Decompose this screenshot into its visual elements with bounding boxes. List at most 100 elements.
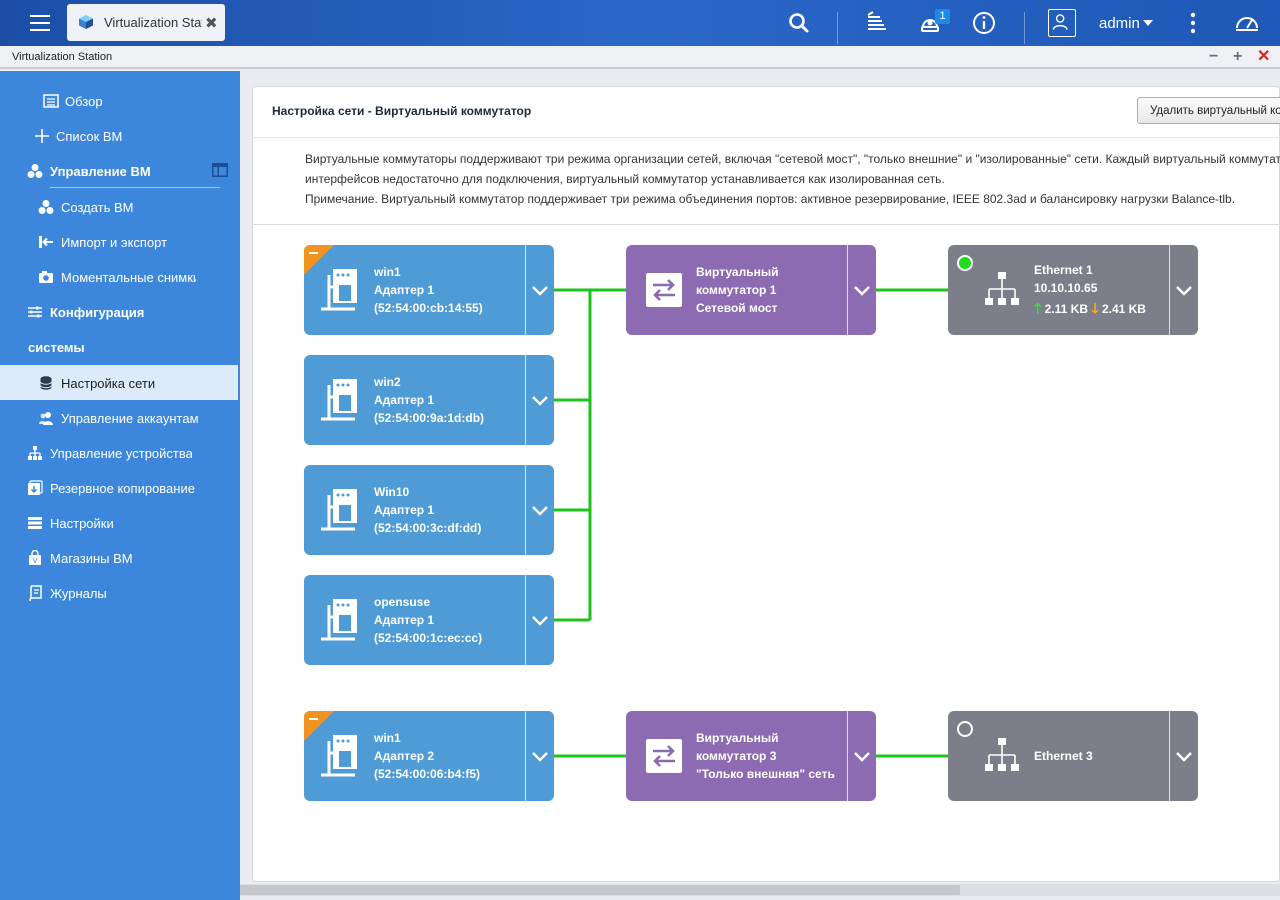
- minimize-icon[interactable]: −: [1209, 48, 1219, 65]
- chevron-down-icon[interactable]: [1174, 281, 1194, 301]
- search-icon[interactable]: [786, 9, 814, 37]
- info-icon[interactable]: [970, 9, 998, 37]
- divider: [525, 711, 526, 801]
- settings-list-icon: [28, 517, 42, 529]
- adapter-label: Адаптер 2: [374, 749, 435, 763]
- divider: [525, 245, 526, 335]
- vm-management-icon: [27, 164, 43, 178]
- app-tab[interactable]: Virtualization Station ✖: [67, 4, 225, 41]
- divider: [525, 355, 526, 445]
- toolbar-separator: [837, 12, 838, 44]
- sidebar-item-label: Управление аккаунтами: [61, 411, 198, 426]
- vm-adapter-card[interactable]: win1 Адаптер 2 (52:54:00:06:b4:f5): [304, 711, 554, 801]
- window-title-bar: Virtualization Station − + ✕: [0, 46, 1280, 69]
- main-menu-icon[interactable]: [27, 10, 53, 34]
- sidebar-group-system-config[interactable]: Конфигурация: [0, 294, 238, 329]
- server-icon: [321, 379, 357, 421]
- vm-name: Win10: [374, 485, 410, 499]
- camera-icon: [39, 271, 53, 283]
- sidebar-item-label: Магазины ВМ: [50, 551, 133, 566]
- switch-label-line: Виртуальный: [696, 265, 779, 279]
- sidebar-item-create-vm[interactable]: Создать ВМ: [0, 189, 238, 224]
- mac-address: (52:54:00:3c:df:dd): [374, 521, 482, 535]
- vm-adapter-card[interactable]: win1 Адаптер 1 (52:54:00:cb:14:55): [304, 245, 554, 335]
- sidebar-item-import-export[interactable]: Импорт и экспорт: [0, 224, 238, 259]
- sidebar-item-label: Настройка сети: [61, 376, 156, 391]
- page-title: Настройка сети - Виртуальный коммутатор: [272, 104, 532, 118]
- user-avatar-icon[interactable]: [1048, 9, 1076, 37]
- network-tree-icon: [985, 272, 1019, 305]
- mac-address: (52:54:00:9a:1d:db): [374, 411, 485, 425]
- sidebar-item-label: Журналы: [50, 586, 107, 601]
- username-dropdown[interactable]: admin: [1099, 15, 1140, 32]
- chevron-down-icon[interactable]: [1143, 20, 1153, 26]
- maximize-icon[interactable]: +: [1233, 48, 1243, 65]
- sidebar-item-label: Обзор: [65, 94, 103, 109]
- chevron-down-icon[interactable]: [1174, 747, 1194, 767]
- sidebar-item-label: Моментальные снимки: [61, 270, 196, 285]
- description-line: Примечание. Виртуальный коммутатор подде…: [305, 192, 1236, 206]
- sidebar-item-overview[interactable]: Обзор: [0, 83, 238, 118]
- device-tree-icon: [28, 446, 42, 460]
- sidebar-group-label: Управление ВМ: [50, 164, 151, 179]
- network-tree-icon: [985, 738, 1019, 771]
- svg-text:V: V: [33, 557, 38, 565]
- sidebar-item-vm-list[interactable]: Список ВМ: [0, 118, 238, 153]
- chevron-down-icon[interactable]: [530, 391, 550, 411]
- virtual-switch-card[interactable]: Виртуальный коммутатор 3 "Только внешняя…: [626, 711, 876, 801]
- chevron-down-icon[interactable]: [530, 281, 550, 301]
- chevron-down-icon[interactable]: [530, 611, 550, 631]
- layout-toggle-icon[interactable]: [212, 163, 228, 177]
- sidebar-item-network-settings[interactable]: Настройка сети: [0, 365, 238, 400]
- sidebar-item-account-management[interactable]: Управление аккаунтами: [0, 400, 238, 435]
- notification-bell-icon[interactable]: [916, 9, 944, 37]
- virtual-switch-card[interactable]: Виртуальный коммутатор 1 Сетевой мост: [626, 245, 876, 335]
- sidebar: Обзор Список ВМ Управление ВМ Создать ВМ…: [0, 71, 240, 900]
- sliders-icon: [28, 306, 42, 318]
- ethernet-name: Ethernet 3: [1034, 749, 1093, 763]
- tasks-stack-icon[interactable]: [863, 9, 891, 37]
- sidebar-item-label: Настройки: [50, 516, 114, 531]
- vm-adapter-card[interactable]: opensuse Адаптер 1 (52:54:00:1c:ec:cc): [304, 575, 554, 665]
- close-window-icon[interactable]: ✕: [1257, 48, 1271, 65]
- switch-label-line: коммутатор 1: [696, 283, 777, 297]
- sidebar-item-settings[interactable]: Настройки: [0, 505, 238, 540]
- chevron-down-icon[interactable]: [852, 747, 872, 767]
- vm-adapter-card[interactable]: win2 Адаптер 1 (52:54:00:9a:1d:db): [304, 355, 554, 445]
- backup-icon: [28, 480, 43, 495]
- vm-name: opensuse: [374, 595, 431, 609]
- close-tab-icon[interactable]: ✖: [205, 15, 218, 32]
- more-options-icon[interactable]: [1179, 9, 1207, 37]
- sidebar-item-snapshots[interactable]: Моментальные снимки: [0, 259, 238, 294]
- ethernet-card[interactable]: Ethernet 1 10.10.10.65 🡑 2.11 KB 🡓 2.41 …: [948, 245, 1198, 335]
- vm-adapter-card[interactable]: Win10 Адаптер 1 (52:54:00:3c:df:dd): [304, 465, 554, 555]
- sidebar-item-label: Список ВМ: [56, 129, 123, 144]
- flag-corner: [304, 711, 334, 741]
- sidebar-group-vm-management[interactable]: Управление ВМ: [0, 153, 238, 188]
- description-line: Виртуальные коммутаторы поддерживают три…: [305, 152, 1280, 166]
- status-disconnected-icon: [957, 721, 973, 737]
- sidebar-item-device-management[interactable]: Управление устройствами: [0, 435, 238, 470]
- chevron-down-icon[interactable]: [530, 747, 550, 767]
- sidebar-group-label-continuation: системы: [0, 329, 238, 364]
- divider: [1169, 245, 1170, 335]
- sidebar-item-vm-stores[interactable]: V Магазины ВМ: [0, 540, 238, 575]
- switch-label-line: Виртуальный: [696, 731, 779, 745]
- minus-icon: [309, 718, 318, 720]
- horizontal-scrollbar[interactable]: [240, 884, 1280, 896]
- store-bag-icon: V: [29, 550, 41, 565]
- divider: [1169, 711, 1170, 801]
- scrollbar-thumb[interactable]: [240, 885, 960, 895]
- sidebar-item-logs[interactable]: Журналы: [0, 575, 238, 610]
- download-rate: 2.41 KB: [1101, 302, 1146, 316]
- sidebar-item-backup[interactable]: Резервное копирование: [0, 470, 238, 505]
- ethernet-card[interactable]: Ethernet 3: [948, 711, 1198, 801]
- ip-address: 10.10.10.65: [1034, 281, 1098, 295]
- app-tab-title: Virtualization Station: [104, 15, 202, 30]
- delete-virtual-switch-button[interactable]: Удалить виртуальный коммутатор: [1137, 97, 1280, 124]
- chevron-down-icon[interactable]: [852, 281, 872, 301]
- divider: [847, 711, 848, 801]
- dashboard-gauge-icon[interactable]: [1233, 9, 1261, 37]
- ethernet-name: Ethernet 1: [1034, 263, 1093, 277]
- chevron-down-icon[interactable]: [530, 501, 550, 521]
